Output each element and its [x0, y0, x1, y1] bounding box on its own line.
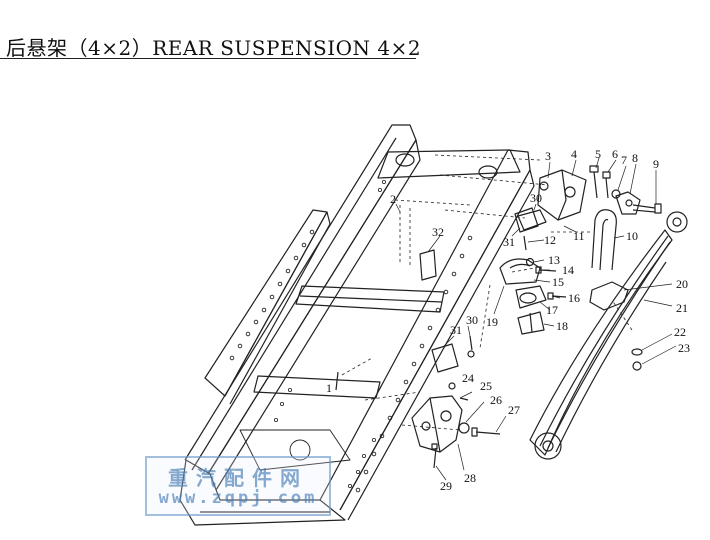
callout-14: 14	[562, 263, 574, 277]
callout-5: 5	[595, 147, 601, 161]
spring-pin	[632, 203, 662, 214]
callout-24: 24	[462, 371, 474, 385]
callout-30b: 30	[466, 313, 478, 327]
callout-12: 12	[544, 233, 556, 247]
callout-31b: 31	[450, 323, 462, 337]
callout-1: 1	[326, 381, 332, 395]
page-title: 后悬架（4×2）REAR SUSPENSION 4×2	[6, 36, 422, 60]
leaf-spring	[529, 211, 688, 460]
callout-25: 25	[480, 379, 492, 393]
frame-bracket	[419, 249, 437, 281]
callout-13: 13	[548, 253, 560, 267]
left-side-rail	[204, 209, 331, 405]
callout-27: 27	[508, 403, 520, 417]
callout-16: 16	[568, 291, 580, 305]
nut	[632, 361, 642, 371]
leader-lines	[395, 157, 677, 481]
shackle-plate	[615, 191, 641, 215]
rear-fasteners	[431, 382, 501, 469]
washer	[631, 348, 643, 356]
small-fasteners	[517, 209, 567, 300]
callout-26: 26	[490, 393, 502, 407]
callout-9: 9	[653, 157, 659, 171]
u-bolt	[591, 209, 617, 271]
frame-rivets	[273, 179, 386, 488]
watermark: 重汽配件网 www.zqpj.com	[145, 456, 331, 516]
callout-15: 15	[552, 275, 564, 289]
callout-18: 18	[556, 319, 568, 333]
callout-17: 17	[546, 303, 558, 317]
callout-6: 6	[612, 147, 618, 161]
callout-2: 2	[390, 192, 396, 206]
rear-spring-bracket	[411, 395, 463, 453]
left-rail-holes	[229, 229, 315, 361]
lower-bracket	[431, 343, 459, 373]
frame-main-members	[179, 124, 535, 526]
watermark-text-url: www.zqpj.com	[158, 488, 318, 508]
callout-19: 19	[486, 315, 498, 329]
callout-20: 20	[676, 277, 688, 291]
bracket-bolts	[589, 165, 621, 199]
watermark-text-cn: 重汽配件网	[168, 466, 308, 490]
title-underline	[0, 58, 416, 59]
callout-29: 29	[440, 479, 452, 493]
callout-8: 8	[632, 151, 638, 165]
inner-rail-holes	[355, 235, 473, 493]
spring-spacer	[589, 281, 629, 311]
callout-3: 3	[545, 149, 551, 163]
callout-labels: 1 2 3 4 5 6 7 8 9 10 11 12 13 14 15 16 1…	[326, 147, 690, 493]
callout-4: 4	[571, 147, 577, 161]
callout-7: 7	[621, 153, 627, 167]
callout-11: 11	[573, 229, 585, 243]
front-spring-bracket	[537, 169, 587, 221]
callout-22: 22	[674, 325, 686, 339]
callout-23: 23	[678, 341, 690, 355]
rubber-buffer-assembly	[499, 258, 547, 335]
callout-21: 21	[676, 301, 688, 315]
callout-28: 28	[464, 471, 476, 485]
callout-31a: 31	[503, 235, 515, 249]
callout-30a: 30	[530, 191, 542, 205]
callout-10: 10	[626, 229, 638, 243]
callout-32: 32	[432, 225, 444, 239]
frame-bolt	[335, 371, 339, 391]
upper-bracket	[514, 207, 539, 233]
